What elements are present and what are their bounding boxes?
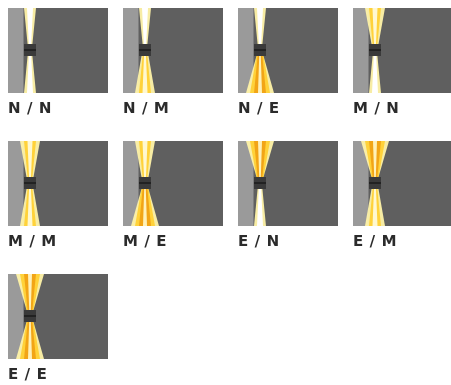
wall-surface bbox=[238, 8, 253, 93]
wall-light-illustration bbox=[8, 274, 108, 359]
wall-edge bbox=[138, 8, 139, 93]
luminaire-seam bbox=[369, 49, 381, 51]
wall-edge bbox=[23, 141, 24, 226]
wall-edge bbox=[253, 8, 254, 93]
lower-beam-narrow bbox=[257, 189, 263, 226]
lower-beam-wide bbox=[143, 189, 147, 226]
wall-light-illustration bbox=[123, 141, 223, 226]
lower-beam-wide bbox=[28, 322, 32, 359]
beam-option-label: E / E bbox=[8, 365, 48, 383]
lower-beam-medium bbox=[372, 189, 378, 226]
beam-option-label: E / N bbox=[238, 232, 280, 250]
wall-surface bbox=[8, 141, 23, 226]
lower-beam-medium bbox=[27, 189, 33, 226]
luminaire-seam bbox=[24, 315, 36, 317]
wall-edge bbox=[253, 141, 254, 226]
beam-option-label: M / N bbox=[353, 99, 400, 117]
wall-surface bbox=[353, 141, 368, 226]
upper-beam-medium bbox=[372, 8, 378, 44]
lower-beam-narrow bbox=[372, 56, 378, 93]
wall-surface bbox=[353, 8, 368, 93]
wall-edge bbox=[23, 8, 24, 93]
wall-light-illustration bbox=[238, 141, 338, 226]
upper-beam-wide bbox=[28, 274, 32, 310]
beam-option-label: N / N bbox=[8, 99, 53, 117]
beam-option-tile: M / M bbox=[8, 141, 108, 250]
luminaire-seam bbox=[254, 49, 266, 51]
upper-beam-wide bbox=[373, 141, 377, 177]
beam-option-label: N / E bbox=[238, 99, 280, 117]
beam-option-tile: N / N bbox=[8, 8, 108, 117]
wall-surface bbox=[8, 8, 23, 93]
beam-option-tile: N / E bbox=[238, 8, 338, 117]
wall-light-illustration bbox=[8, 141, 108, 226]
wall-light-illustration bbox=[8, 8, 108, 93]
wall-edge bbox=[138, 141, 139, 226]
wall-light-illustration bbox=[353, 8, 451, 93]
upper-beam-narrow bbox=[142, 8, 148, 44]
beam-option-label: E / M bbox=[353, 232, 398, 250]
lower-beam-wide bbox=[258, 56, 262, 93]
beam-option-tile: M / E bbox=[123, 141, 223, 250]
wall-edge bbox=[368, 8, 369, 93]
upper-beam-narrow bbox=[257, 8, 263, 44]
upper-beam-medium bbox=[142, 141, 148, 177]
wall-light-illustration bbox=[353, 141, 451, 226]
luminaire-seam bbox=[369, 182, 381, 184]
wall-surface bbox=[8, 274, 23, 359]
wall-light-illustration bbox=[238, 8, 338, 93]
luminaire-seam bbox=[24, 182, 36, 184]
upper-beam-narrow bbox=[27, 8, 33, 44]
wall-surface bbox=[238, 141, 253, 226]
wall-edge bbox=[368, 141, 369, 226]
beam-option-tile: N / M bbox=[123, 8, 223, 117]
beam-option-tile: M / N bbox=[353, 8, 451, 117]
beam-option-label: M / E bbox=[123, 232, 168, 250]
luminaire-seam bbox=[24, 49, 36, 51]
luminaire-seam bbox=[254, 182, 266, 184]
beam-option-label: M / M bbox=[8, 232, 57, 250]
beam-option-tile: E / M bbox=[353, 141, 451, 250]
upper-beam-medium bbox=[27, 141, 33, 177]
lower-beam-narrow bbox=[27, 56, 33, 93]
upper-beam-wide bbox=[258, 141, 262, 177]
wall-surface bbox=[123, 8, 138, 93]
wall-light-illustration bbox=[123, 8, 223, 93]
lower-beam-medium bbox=[142, 56, 148, 93]
wall-surface bbox=[123, 141, 138, 226]
luminaire-seam bbox=[139, 182, 151, 184]
beam-option-tile: E / N bbox=[238, 141, 338, 250]
beam-option-label: N / M bbox=[123, 99, 170, 117]
luminaire-seam bbox=[139, 49, 151, 51]
beam-option-tile: E / E bbox=[8, 274, 108, 383]
wall-edge bbox=[23, 274, 24, 359]
